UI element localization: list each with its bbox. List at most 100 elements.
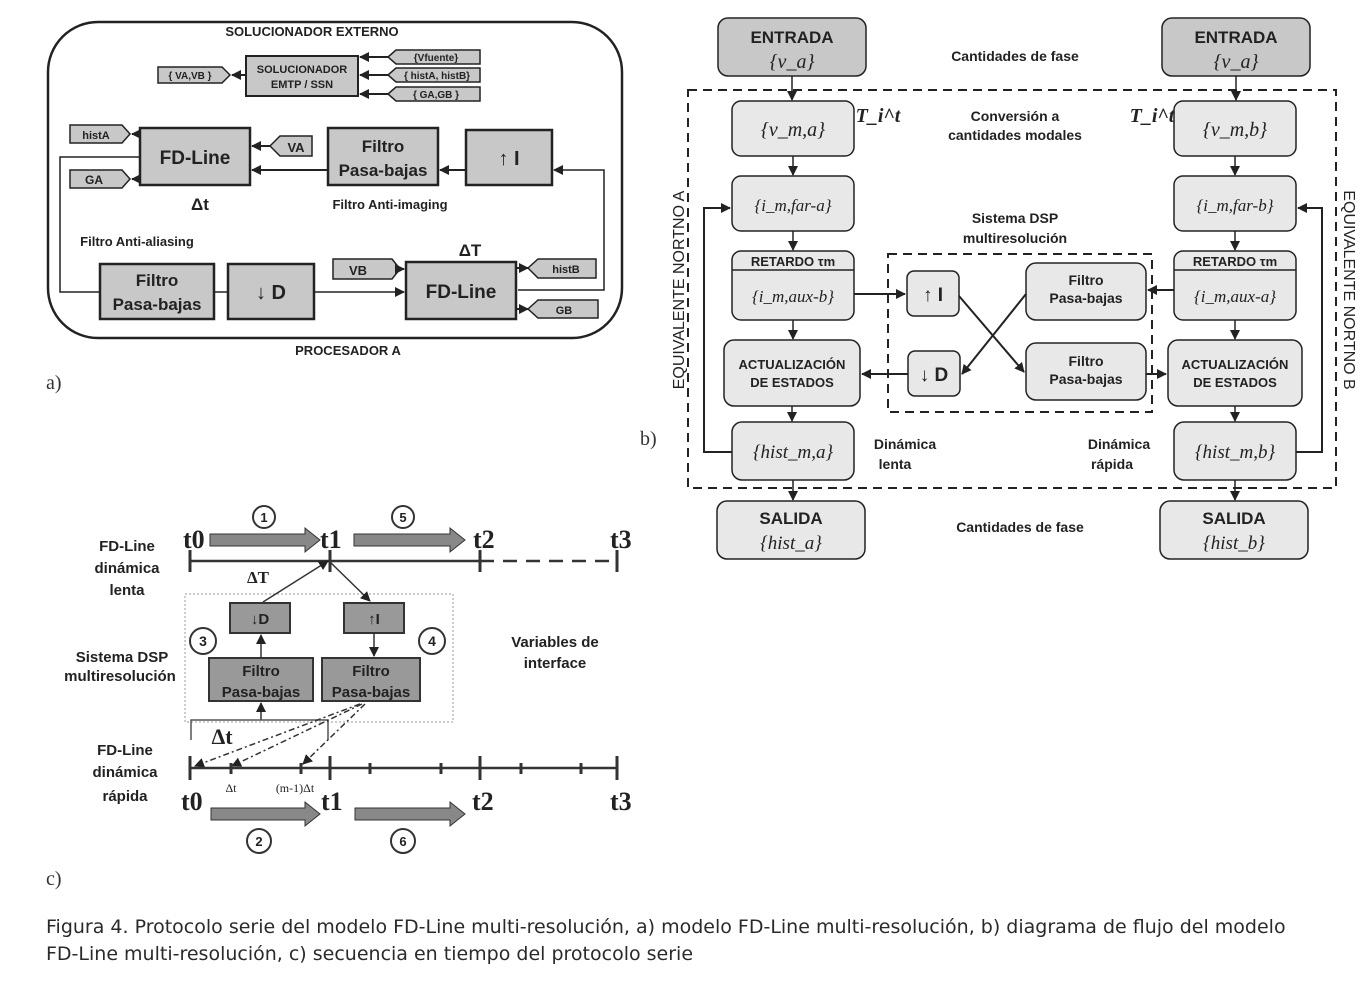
iaux-a-label: {i_m,aux-a} — [1194, 287, 1276, 306]
filter-bottom-line1: Filtro — [136, 271, 179, 290]
g-a-label: GA — [85, 173, 103, 187]
caption-line-2: FD-Line multi-resolución, c) secuencia e… — [46, 943, 694, 965]
b-filter-bottom-line1: Filtro — [1069, 353, 1104, 369]
slow-line2: lenta — [879, 456, 912, 472]
fast-line2: rápida — [1091, 456, 1133, 472]
dt-bracket — [190, 719, 329, 740]
iface-line1: Variables de — [511, 634, 599, 651]
dsp-line2: multiresolución — [963, 230, 1067, 246]
panel-a-label: a) — [46, 372, 62, 394]
c-interp-box — [343, 602, 405, 634]
solver-out-label: { VA,VB } — [168, 71, 211, 82]
v-b-label: VB — [349, 263, 367, 278]
step-5: 5 — [399, 510, 406, 525]
fast-ticks — [188, 756, 619, 780]
step-4: 4 — [428, 633, 436, 649]
fast-dt-tick: Δt — [225, 781, 237, 795]
b-decim-label: ↓ D — [920, 365, 949, 386]
solver-line1: SOLUCIONADOR — [257, 64, 348, 76]
step-3: 3 — [199, 633, 207, 649]
slow-t0: t0 — [183, 525, 205, 554]
c-filter-right-box — [321, 657, 421, 702]
step-badge-1 — [252, 505, 276, 529]
iface-line2: interface — [524, 655, 587, 672]
dsp-frame — [887, 253, 1153, 413]
b-interp-label: ↑ I — [923, 285, 943, 306]
fdline-a-label: FD-Line — [160, 148, 231, 169]
fdline-b-box — [404, 260, 518, 321]
step-badge-4 — [418, 627, 446, 655]
salida-a-title: SALIDA — [759, 509, 822, 528]
c-filter-left-line1: Filtro — [242, 663, 280, 680]
step-1: 1 — [260, 510, 267, 525]
hist-b-tag — [526, 258, 597, 279]
transform-a: T_i^t — [856, 105, 902, 127]
decim-label: ↓ D — [256, 282, 286, 304]
b-filter-top-box — [1025, 262, 1147, 321]
vmb-label: {v_m,b} — [1203, 119, 1267, 141]
c-decim-box — [229, 602, 291, 634]
anti-imaging-label: Filtro Anti-imaging — [332, 197, 447, 212]
v-a-label: VA — [287, 140, 305, 155]
c-decim-label: ↓D — [251, 611, 270, 628]
fast-label-0: FD-Line — [97, 742, 153, 759]
b-filter-top-line1: Filtro — [1069, 272, 1104, 288]
g-b-label: GB — [556, 305, 573, 317]
decim-box — [226, 262, 316, 321]
filter-bottom-box — [98, 262, 216, 321]
vma-label: {v_m,a} — [761, 119, 825, 141]
filter-top-box — [326, 126, 440, 187]
c-filter-left-box — [208, 657, 314, 702]
step-arrow-1 — [209, 526, 321, 554]
step-badge-2 — [246, 828, 272, 854]
fast-mdt-tick: (m-1)Δt — [276, 781, 315, 795]
fast-line1: Dinámica — [1088, 436, 1150, 452]
salida-a-box — [716, 500, 866, 560]
fast-label-1: dinámica — [92, 764, 158, 781]
entrada-b-var: {v_a} — [1214, 51, 1259, 73]
ifar-a-label: {i_m,far-a} — [754, 196, 831, 215]
entrada-b-title: ENTRADA — [1194, 28, 1277, 47]
fdline-b-label: FD-Line — [426, 282, 497, 303]
solver-inputs: {Vfuente} { histA, histB} { GA,GB } — [359, 49, 481, 102]
act-b-line1: ACTUALIZACIÓN — [1182, 357, 1289, 372]
slow-label-2: lenta — [109, 582, 145, 599]
c-interp-label: ↑I — [368, 611, 380, 628]
hist-a-tag — [69, 124, 132, 144]
retardo-a-title: RETARDO τm — [751, 254, 835, 269]
b-interp-box — [906, 270, 960, 317]
slow-label-0: FD-Line — [99, 538, 155, 555]
slow-line1: Dinámica — [874, 436, 936, 452]
conv-line1: Conversión a — [971, 108, 1060, 124]
slow-t2: t2 — [473, 525, 495, 554]
norton-frame — [687, 89, 1337, 489]
act-a-line2: DE ESTADOS — [750, 375, 834, 390]
iaux-b-label: {i_m,aux-b} — [752, 287, 834, 306]
c-dT-label: ΔT — [247, 568, 270, 587]
panel-c-label: c) — [46, 868, 62, 890]
step-badge-5 — [391, 505, 415, 529]
hist-ma-label: {hist_m,a} — [753, 442, 834, 463]
slow-t1: t1 — [320, 525, 342, 554]
fast-t2: t2 — [472, 787, 494, 816]
step-badge-6 — [390, 828, 416, 854]
phase-bottom-label: Cantidades de fase — [956, 519, 1084, 535]
g-b-tag — [526, 299, 599, 319]
filter-top-line1: Filtro — [362, 137, 405, 156]
panel-c: FD-Line dinámica lenta t0 t1 t2 t3 1 5 Δ… — [64, 505, 632, 854]
salida-b-title: SALIDA — [1202, 509, 1265, 528]
c-filter-right-line2: Pasa-bajas — [332, 684, 410, 701]
processor-frame — [46, 20, 624, 340]
caption-line-1: Figura 4. Protocolo serie del modelo FD-… — [46, 916, 1286, 938]
solver-in-1: { histA, histB} — [404, 71, 470, 82]
b-filter-top-line2: Pasa-bajas — [1049, 290, 1122, 306]
step-arrow-2 — [210, 800, 321, 828]
phase-top-label: Cantidades de fase — [951, 48, 1079, 64]
c-dt-label: Δt — [211, 724, 233, 749]
slow-label-1: dinámica — [94, 560, 160, 577]
norton-b-label: EQUIVALENTE NORTNO B — [1340, 190, 1357, 389]
interp-box — [464, 128, 554, 187]
hist-a-label: histA — [82, 130, 110, 142]
hist-b-label: histB — [552, 264, 580, 276]
